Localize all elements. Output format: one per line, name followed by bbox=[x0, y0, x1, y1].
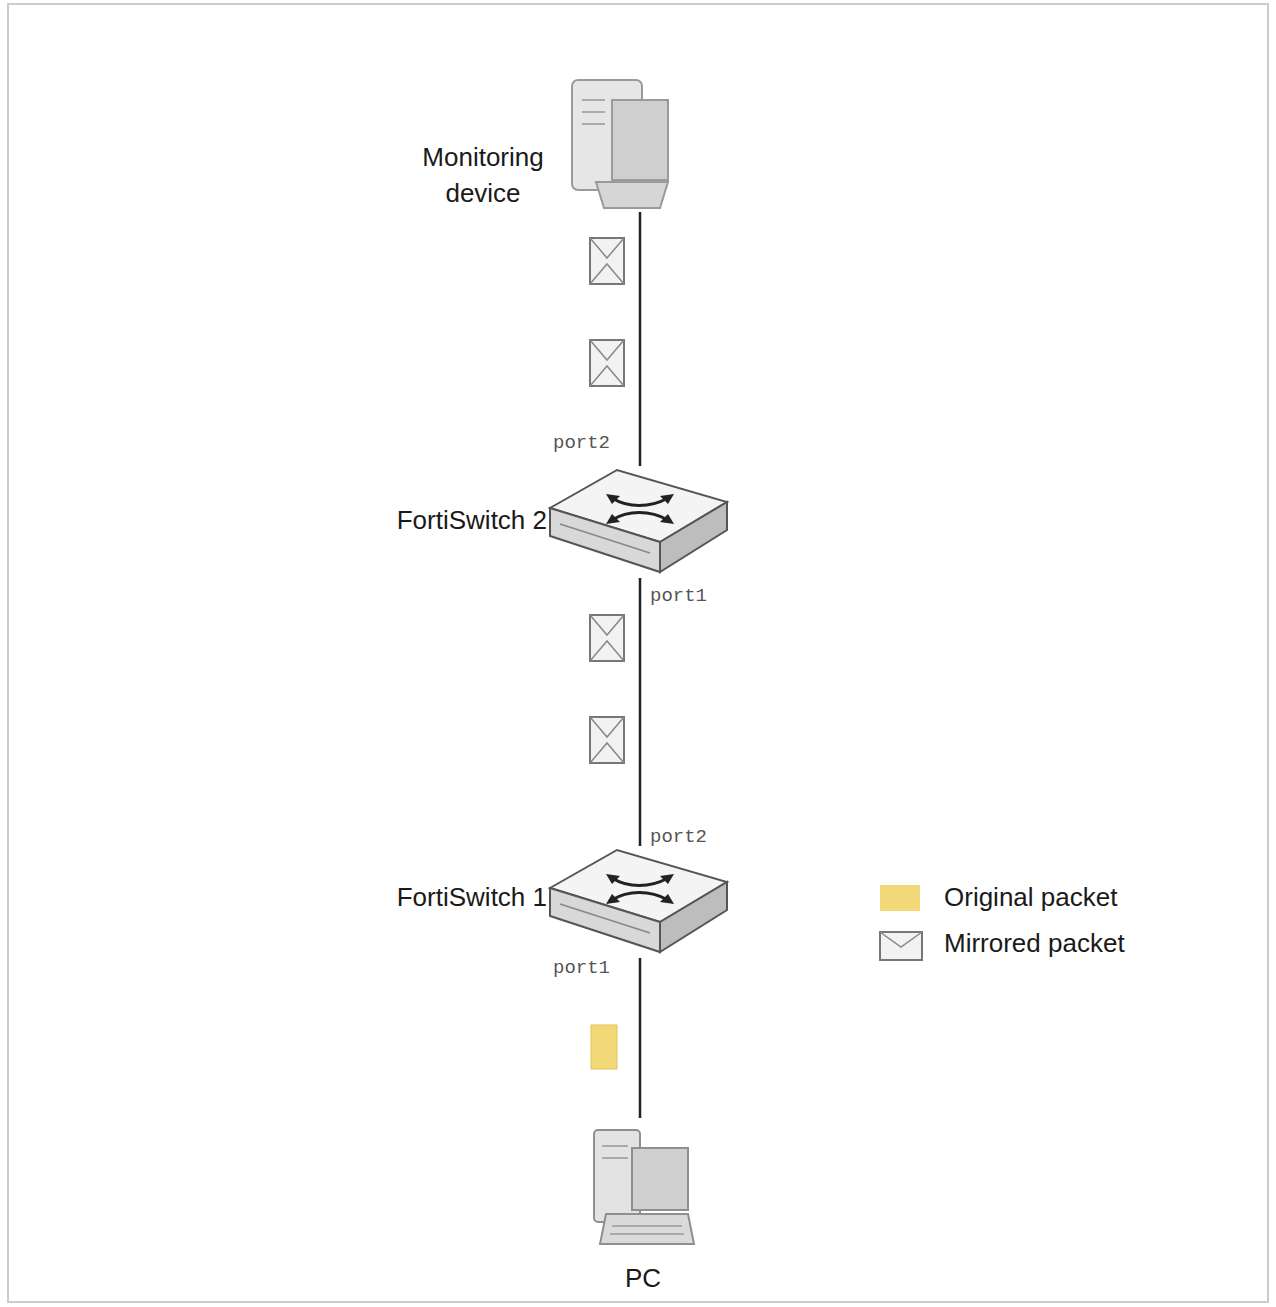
port-label: port1 bbox=[648, 585, 709, 607]
node-label: FortiSwitch 2 bbox=[355, 502, 547, 538]
legend-text: Mirrored packet bbox=[944, 928, 1125, 959]
monitoring-device: Monitoring device bbox=[400, 72, 680, 212]
switch-node: FortiSwitch 2 bbox=[355, 466, 730, 578]
node-label: FortiSwitch 1 bbox=[355, 879, 547, 915]
legend-swatch bbox=[880, 885, 920, 911]
legend-text: Original packet bbox=[944, 882, 1117, 913]
switch-node: FortiSwitch 1 bbox=[355, 846, 730, 958]
port-label: port2 bbox=[551, 432, 612, 454]
link-line bbox=[639, 958, 642, 1118]
port-label: port1 bbox=[551, 957, 612, 979]
pc-node: PC bbox=[588, 1118, 698, 1296]
port-label: port2 bbox=[648, 826, 709, 848]
link-line bbox=[639, 212, 642, 466]
node-label: Monitoring device bbox=[404, 139, 562, 211]
node-label: PC bbox=[588, 1260, 698, 1296]
link-line bbox=[639, 578, 642, 846]
